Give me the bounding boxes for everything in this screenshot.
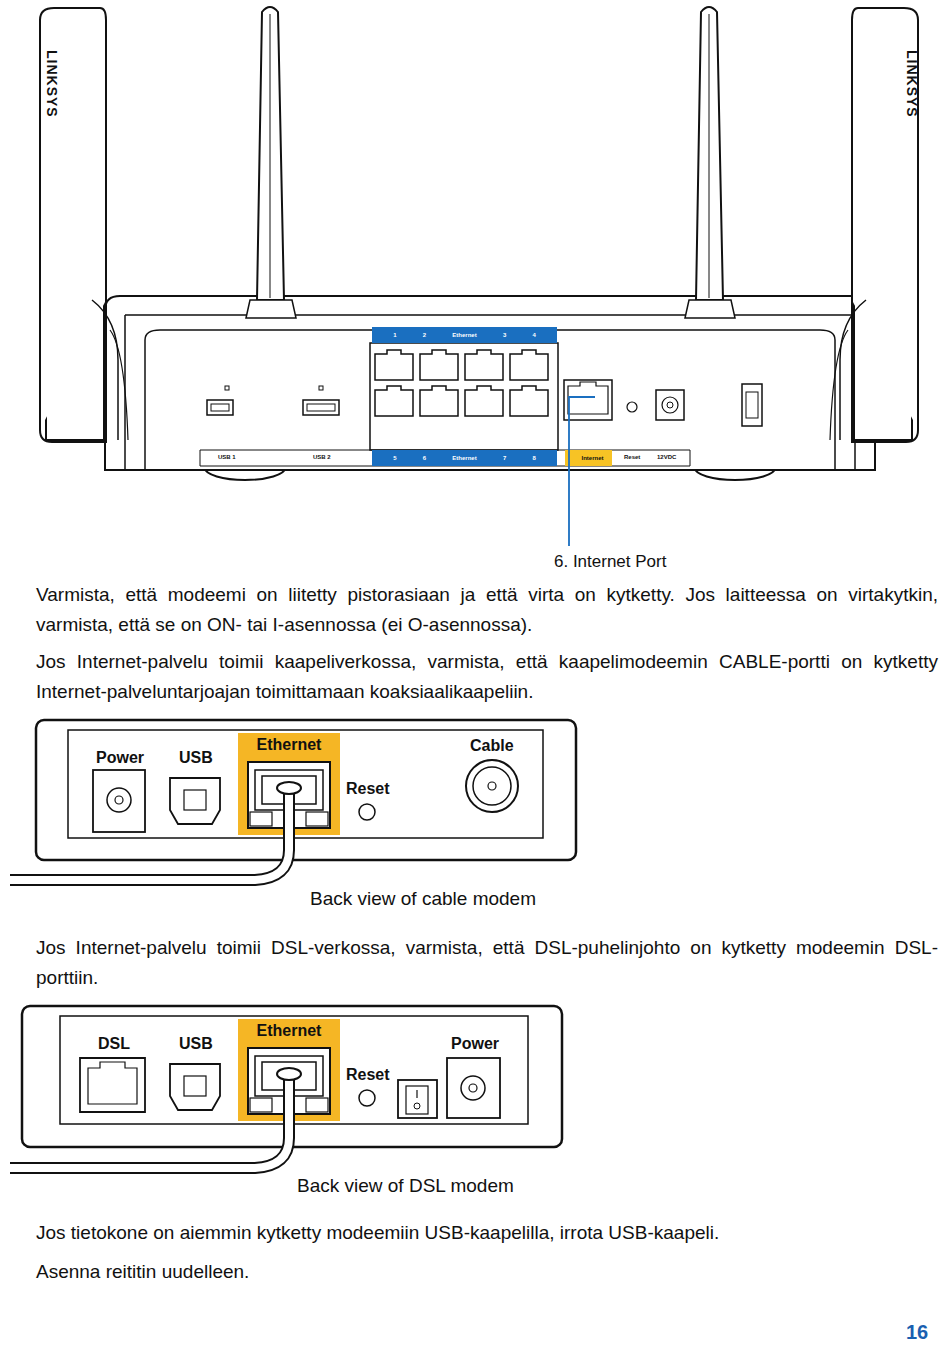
port-label: 6 <box>423 455 426 461</box>
port-label: USB 2 <box>313 454 331 461</box>
highlight-box: Ethernet <box>238 1019 340 1121</box>
ethernet-port <box>420 386 458 416</box>
port-label: Power <box>96 748 144 767</box>
ethernet-port <box>375 386 413 416</box>
cable-modem <box>36 720 576 860</box>
body-text: Jos tietokone on aiemmin kytketty modeem… <box>36 1222 719 1245</box>
port-label: 4 <box>533 332 536 338</box>
port-label: 7 <box>503 455 506 461</box>
ethernet-port <box>510 386 548 416</box>
router <box>105 296 875 480</box>
port-label: Cable <box>470 736 514 755</box>
leader-line <box>569 397 595 546</box>
port-label: Internet <box>581 455 603 461</box>
caption: Back view of DSL modem <box>297 1175 514 1198</box>
port-label: Ethernet <box>257 737 322 753</box>
ethernet-port <box>375 350 413 380</box>
port-label: 2 <box>423 332 426 338</box>
port-label: Ethernet <box>452 332 476 338</box>
port-label: Reset <box>624 454 640 461</box>
port-label: Ethernet <box>257 1023 322 1039</box>
port-label: 1 <box>393 332 396 338</box>
port-label: USB <box>179 1034 213 1053</box>
port-band: Internet <box>565 450 612 466</box>
port-label: 8 <box>533 455 536 461</box>
port-label: Ethernet <box>452 455 476 461</box>
highlight-box: Ethernet <box>238 733 340 835</box>
brand: LINKSYS <box>43 50 60 118</box>
antenna <box>40 7 918 442</box>
ethernet-port <box>465 350 503 380</box>
page-number: 16 <box>906 1320 928 1344</box>
port-label: DSL <box>98 1034 130 1053</box>
port-label: Power <box>451 1034 499 1053</box>
ethernet-port <box>420 350 458 380</box>
brand: LINKSYS <box>903 50 920 118</box>
ethernet-port <box>248 762 330 1114</box>
port-label: 3 <box>503 332 506 338</box>
callout-label: 6. Internet Port <box>554 552 666 572</box>
caption: Back view of cable modem <box>310 888 536 911</box>
port-label: 12VDC <box>657 454 676 461</box>
body-text: Jos Internet-palvelu toimii DSL-verkossa… <box>36 933 938 993</box>
port-band: 1 2 Ethernet 3 4 <box>372 327 557 343</box>
port-label: 5 <box>393 455 396 461</box>
cable-wire <box>10 782 301 1168</box>
ethernet-port <box>510 350 548 380</box>
port-label: Reset <box>346 1065 390 1084</box>
port-label: Reset <box>346 779 390 798</box>
port-band: 5 6 Ethernet 7 8 <box>372 450 557 466</box>
body-text: Asenna reititin uudelleen. <box>36 1261 249 1284</box>
ethernet-port <box>465 386 503 416</box>
port-label: USB 1 <box>218 454 236 461</box>
port-label: USB <box>179 748 213 767</box>
body-text: Jos Internet-palvelu toimii kaapeliverko… <box>36 647 938 707</box>
dsl-modem <box>22 1006 562 1147</box>
body-text: Varmista, että modeemi on liitetty pisto… <box>36 580 938 640</box>
